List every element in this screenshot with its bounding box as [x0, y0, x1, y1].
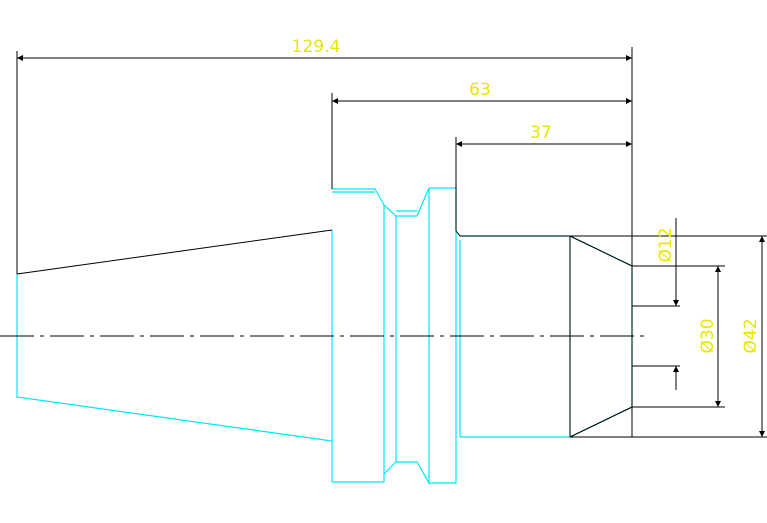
dim-text-shank-diameter: Ø42	[741, 318, 761, 353]
bore-top-chamfer	[569, 235, 633, 267]
dim-text-bore-diameter: Ø12	[656, 227, 676, 262]
dim-text-shank-length: 37	[530, 123, 552, 143]
bore-bottom-chamfer	[569, 406, 633, 438]
extension-lines	[16, 47, 767, 438]
dim-text-pilot-diameter: Ø30	[698, 318, 718, 353]
dark-edges	[0, 188, 650, 438]
v-groove-outline	[383, 204, 397, 475]
dimension-lines	[17, 55, 765, 437]
taper-top-edge	[16, 229, 333, 275]
dimension-labels: 129.4 63 37 Ø12 Ø30 Ø42	[292, 37, 761, 354]
dim-text-overall-length: 129.4	[292, 37, 341, 57]
shank-top-fillet	[455, 188, 461, 237]
taper-cone-outline	[16, 274, 333, 442]
dim-text-flange-to-end: 63	[469, 80, 491, 100]
